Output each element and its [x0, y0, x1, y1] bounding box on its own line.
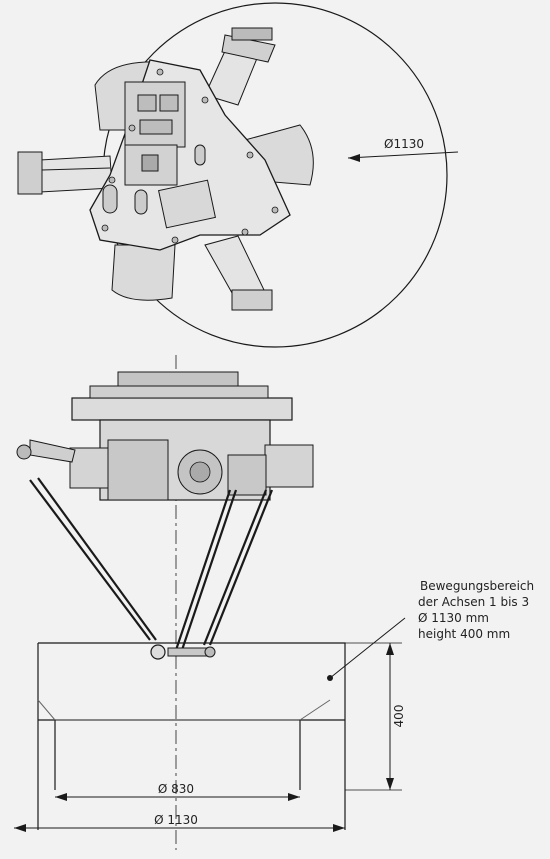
parallel-rods: [29, 477, 274, 651]
cover-plate: [158, 179, 216, 229]
control-box-top: [124, 81, 186, 148]
upper-arm-left: [29, 439, 76, 463]
height-dimension-label: 400: [392, 705, 406, 728]
envelope-annotation: Bewegungsbereich der Achsen 1 bis 3 Ø 11…: [418, 579, 534, 641]
top-arm-upper-right: [204, 27, 276, 106]
motor-flap-bottom: [111, 244, 176, 301]
top-arm-left: [17, 151, 113, 195]
left-motor: [69, 447, 111, 489]
annotation-leader: [329, 617, 406, 679]
top-arm-lower-right: [204, 235, 273, 311]
right-motor: [264, 444, 314, 488]
annotation-line-4: height 400 mm: [418, 627, 510, 641]
inner-diameter-label: Ø 830: [158, 782, 194, 796]
side-view: [16, 355, 314, 850]
work-envelope-outline: [37, 642, 346, 830]
annotation-line-2: der Achsen 1 bis 3: [418, 595, 529, 609]
top-diameter-leader: [347, 151, 459, 159]
top-diameter-label: Ø1130: [384, 137, 424, 151]
end-effector: [150, 644, 216, 660]
top-view: [17, 2, 459, 348]
annotation-line-3: Ø 1130 mm: [418, 611, 489, 625]
outer-diameter-label: Ø 1130: [154, 813, 198, 827]
mounting-plate: [71, 397, 293, 421]
annotation-line-1: Bewegungsbereich: [420, 579, 534, 593]
work-envelope-section: [14, 617, 406, 832]
